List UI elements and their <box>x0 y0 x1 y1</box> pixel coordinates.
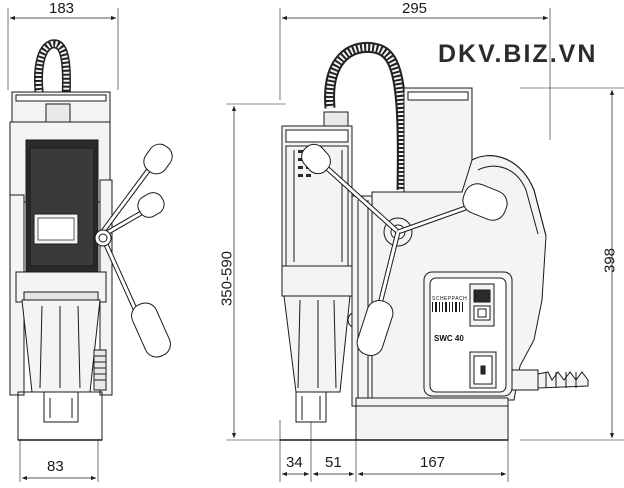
model-label: SWC 40 <box>434 334 464 343</box>
brand-watermark: DKV.BIZ.VN <box>438 40 598 68</box>
dim-side-height: 398 <box>601 247 619 274</box>
side-view <box>226 8 624 482</box>
dim-front-width: 183 <box>49 0 75 17</box>
maker-label: SCHEPPACH <box>432 296 468 302</box>
dim-offset-1: 34 <box>286 454 303 471</box>
label-stripes <box>432 302 463 312</box>
dim-offset-2: 51 <box>325 454 342 471</box>
front-view <box>7 8 173 482</box>
dim-base-length: 167 <box>420 454 446 471</box>
dim-front-base-width: 83 <box>47 458 64 475</box>
dim-stroke-height: 350-590 <box>218 250 236 307</box>
dim-side-width: 295 <box>402 0 428 17</box>
